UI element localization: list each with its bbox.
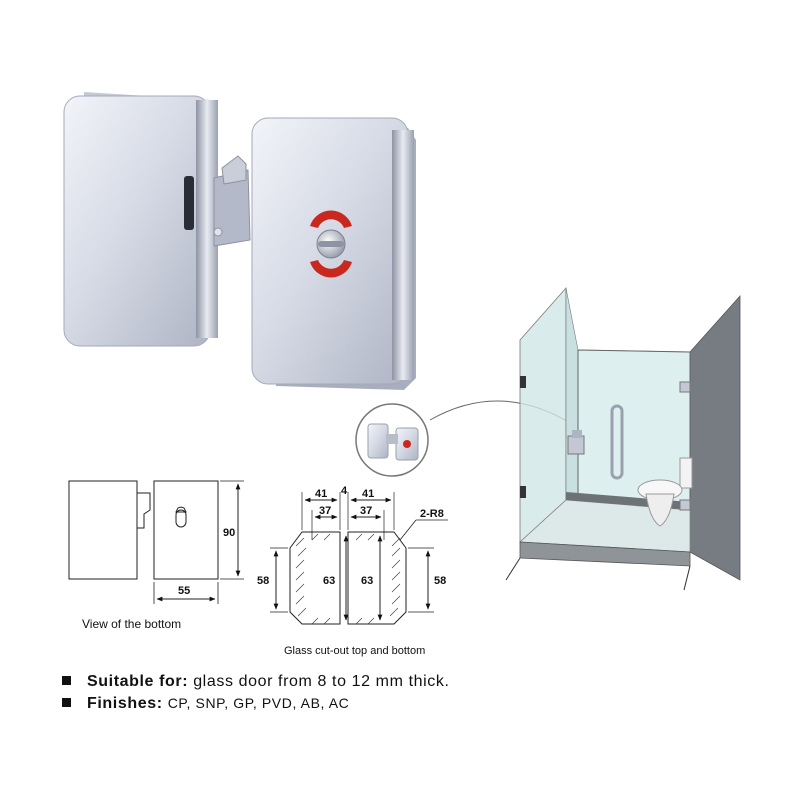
dim-label-63-left: 63 bbox=[323, 575, 335, 587]
spec-value-finishes: CP, SNP, GP, PVD, AB, AC bbox=[167, 695, 350, 711]
bottom-view-keyhole bbox=[175, 509, 187, 528]
bottom-view-latch bbox=[137, 492, 151, 529]
spec-label-suitable: Suitable for: bbox=[87, 673, 189, 690]
mini-latch bbox=[386, 434, 398, 444]
dim-label-58-right: 58 bbox=[434, 575, 446, 587]
occupied-indicator-top bbox=[310, 210, 352, 228]
cutout-left-outline bbox=[289, 531, 341, 625]
latch-hook bbox=[221, 155, 247, 185]
dim-label-90: 90 bbox=[223, 527, 235, 539]
cutout-left-hatching bbox=[295, 533, 331, 625]
door-handle-bar bbox=[610, 404, 624, 480]
radius-leader bbox=[399, 519, 417, 541]
toilet-base bbox=[645, 493, 675, 527]
left-block-slot bbox=[184, 176, 194, 230]
mini-left-block bbox=[367, 423, 389, 459]
dim-label-41-left: 41 bbox=[315, 488, 327, 500]
cutout-caption: Glass cut-out top and bottom bbox=[284, 645, 426, 657]
hinge-upper bbox=[520, 376, 526, 388]
mini-indicator bbox=[403, 440, 411, 448]
bottom-view-left-block bbox=[68, 480, 138, 580]
latch-screw bbox=[213, 227, 223, 237]
dim-label-37-left: 37 bbox=[319, 505, 331, 517]
right-wall bbox=[689, 294, 741, 581]
dim-label-4: 4 bbox=[341, 485, 348, 497]
clamp-lower bbox=[679, 499, 691, 511]
bottom-view-right-block bbox=[153, 480, 219, 580]
spec-value-suitable: glass door from 8 to 12 mm thick. bbox=[193, 673, 450, 690]
left-block-edge bbox=[196, 100, 218, 338]
turn-knob-grip bbox=[318, 241, 344, 247]
toilet-tank bbox=[679, 457, 693, 489]
floor-line-right bbox=[683, 565, 691, 591]
dim-label-63-right: 63 bbox=[361, 575, 373, 587]
spec-label-finishes: Finishes: bbox=[87, 695, 163, 712]
dim-label-radius: 2-R8 bbox=[420, 508, 444, 520]
bottom-view-caption: View of the bottom bbox=[82, 617, 182, 631]
glass-cutout-drawing bbox=[270, 492, 448, 625]
bullet-square-icon bbox=[62, 676, 71, 685]
bottom-view-keyhole-top bbox=[175, 506, 187, 513]
mounted-lock-top bbox=[572, 430, 582, 438]
bullet-square-icon bbox=[62, 698, 71, 707]
floor-line-left bbox=[505, 557, 521, 581]
clamp-upper bbox=[679, 381, 691, 393]
mounted-lock bbox=[567, 435, 585, 455]
shower-enclosure-illustration bbox=[505, 286, 741, 591]
dim-label-55: 55 bbox=[178, 585, 190, 597]
left-glass-panel bbox=[519, 286, 567, 543]
dim-label-37-right: 37 bbox=[360, 505, 372, 517]
right-block-edge bbox=[392, 130, 414, 380]
occupied-indicator-bottom bbox=[310, 260, 352, 278]
cutout-right-outline bbox=[347, 531, 407, 625]
spec-line-finishes: Finishes: CP, SNP, GP, PVD, AB, AC bbox=[62, 695, 349, 713]
glass-door-lock-illustration bbox=[63, 92, 416, 390]
dim-label-58-left: 58 bbox=[257, 575, 269, 587]
magnifier-inset-icon bbox=[355, 400, 573, 477]
dim-label-41-right: 41 bbox=[362, 488, 374, 500]
bottom-view-drawing bbox=[68, 480, 244, 604]
cutout-right-hatching bbox=[355, 533, 401, 625]
spec-line-suitable: Suitable for: glass door from 8 to 12 mm… bbox=[62, 673, 450, 691]
hinge-lower bbox=[520, 486, 526, 498]
